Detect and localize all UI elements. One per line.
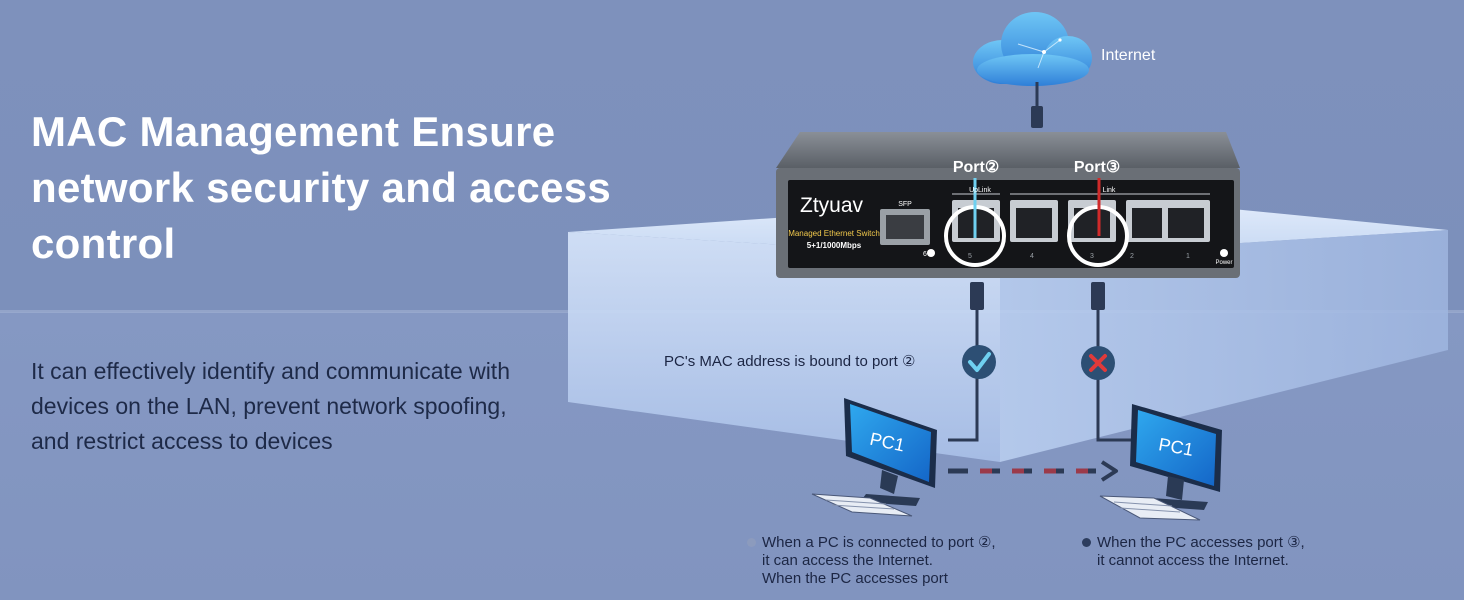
switch-spec: 5+1/1000Mbps bbox=[807, 241, 862, 250]
note-left-line-3: When the PC accesses port bbox=[762, 570, 948, 587]
internet-cloud-icon bbox=[973, 12, 1092, 86]
note-right-line-1: When the PC accesses port ③, bbox=[1097, 534, 1305, 551]
sfp-label: SFP bbox=[898, 201, 912, 208]
port-number-5: 5 bbox=[968, 253, 972, 260]
power-led bbox=[1220, 249, 1228, 257]
managed-switch bbox=[776, 132, 1240, 278]
internet-label: Internet bbox=[1101, 47, 1156, 64]
rj45-ports bbox=[952, 200, 1210, 242]
uplink-cable bbox=[1031, 82, 1043, 128]
uplink-label: UpLink bbox=[969, 187, 991, 194]
switch-model: Managed Ethernet Switch bbox=[788, 229, 880, 238]
page-title: MAC Management Ensure network security a… bbox=[31, 108, 612, 267]
note-right-line-2: it cannot access the Internet. bbox=[1097, 552, 1289, 569]
note-left: When a PC is connected to port ②, it can… bbox=[747, 534, 1052, 588]
port-number-1: 1 bbox=[1186, 253, 1190, 260]
mac-bound-label: PC's MAC address is bound to port ② bbox=[664, 353, 915, 370]
port2-callout: Port② bbox=[953, 159, 999, 176]
switch-brand: Ztyuav bbox=[800, 194, 864, 217]
pc-left bbox=[811, 398, 937, 517]
port-number-2: 2 bbox=[1130, 253, 1134, 260]
link-label: Link bbox=[1103, 187, 1116, 194]
note-left-line-2: it can access the Internet. bbox=[762, 552, 933, 569]
sfp-port-number: 6 bbox=[923, 251, 927, 258]
note-right-bullet bbox=[1082, 538, 1091, 547]
port-number-3: 3 bbox=[1090, 253, 1094, 260]
port3-callout: Port③ bbox=[1074, 159, 1120, 176]
note-left-bullet bbox=[747, 538, 756, 547]
allowed-check-icon bbox=[962, 345, 996, 379]
pc-right bbox=[1099, 404, 1222, 521]
move-arrow bbox=[948, 460, 1118, 482]
description-text: It can effectively identify and communic… bbox=[31, 358, 510, 454]
port-number-4: 4 bbox=[1030, 253, 1034, 260]
note-left-line-1: When a PC is connected to port ②, bbox=[762, 534, 996, 551]
blocked-cross-icon bbox=[1081, 346, 1115, 380]
note-right: When the PC accesses port ③, it cannot a… bbox=[1082, 534, 1357, 570]
power-label: Power bbox=[1215, 260, 1232, 266]
